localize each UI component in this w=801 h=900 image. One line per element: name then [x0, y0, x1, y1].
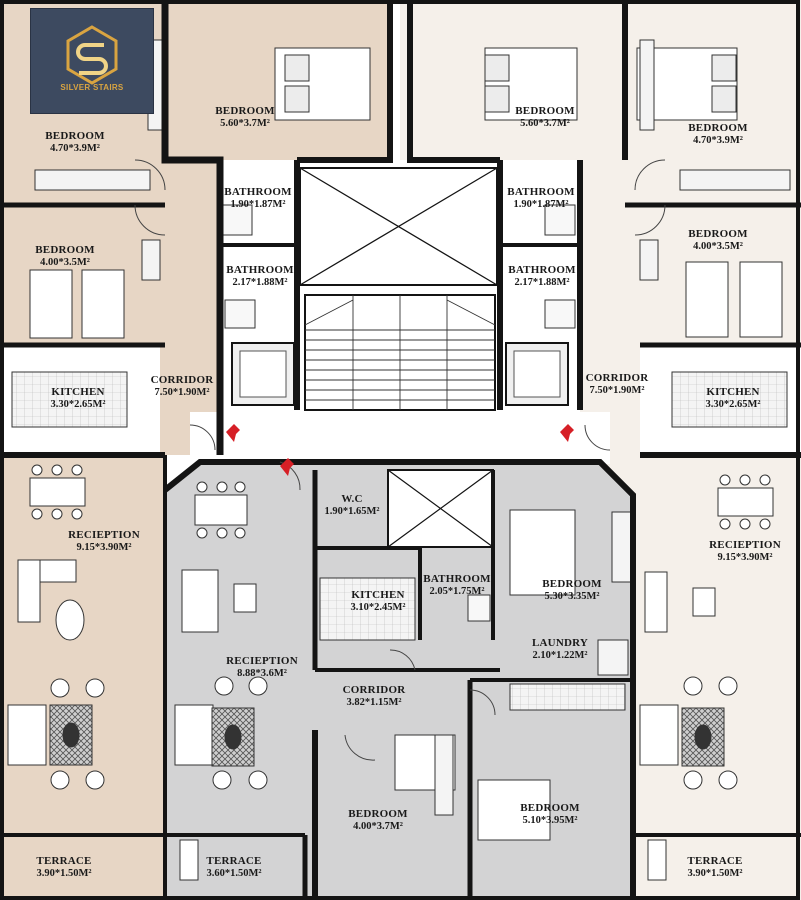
staircase — [304, 294, 496, 411]
company-logo: SILVER STAIRS — [30, 8, 154, 114]
elevator-left — [231, 342, 295, 406]
entrance-markers — [226, 424, 574, 476]
doors — [134, 159, 666, 761]
elevator-right — [505, 342, 569, 406]
logo-mark-icon — [66, 25, 118, 85]
logo-text: SILVER STAIRS — [60, 83, 124, 92]
